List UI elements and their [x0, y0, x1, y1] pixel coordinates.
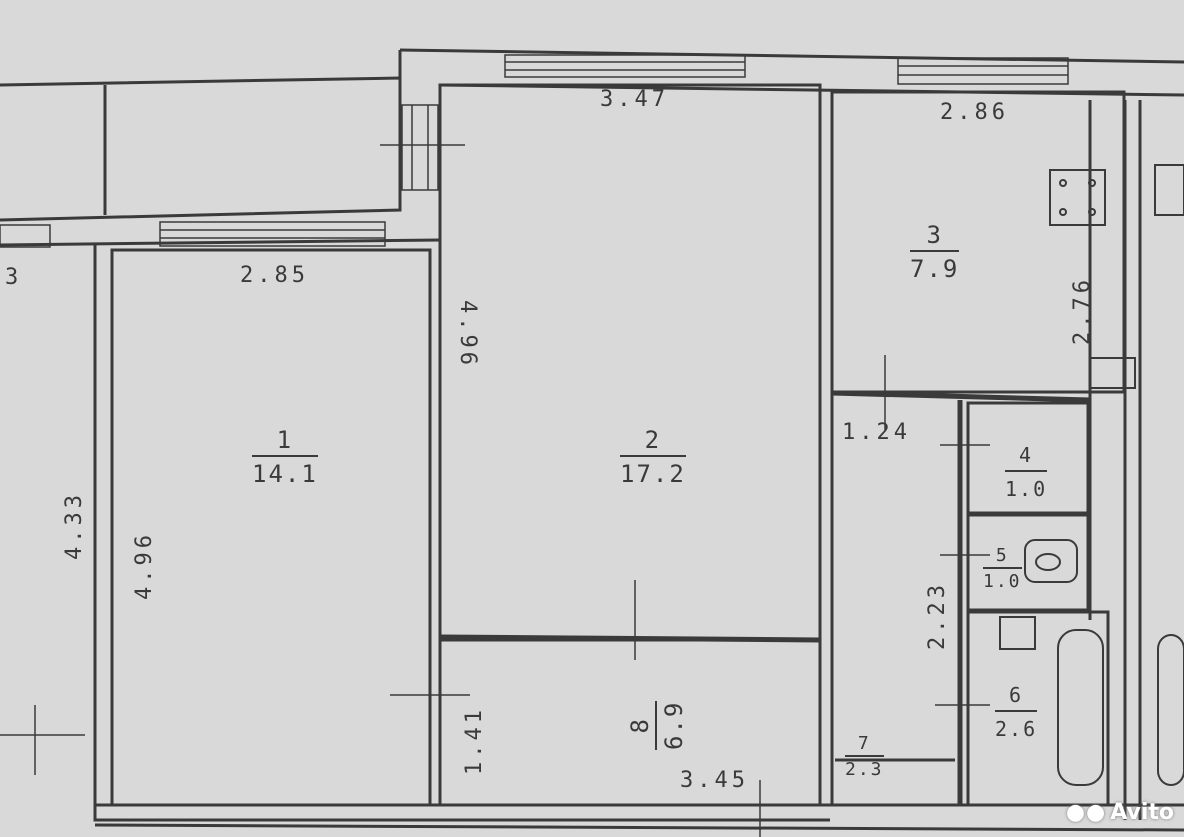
avito-logo-icon: ●●	[1065, 800, 1107, 825]
room-2-area: 17.2	[620, 455, 686, 489]
room-2-label: 2 17.2	[620, 425, 686, 489]
room-1-area: 14.1	[252, 455, 318, 489]
room-8-number: 8	[626, 717, 654, 734]
dim-left-edge: 3	[5, 265, 23, 290]
dim-room1-side: 4.96	[132, 531, 157, 600]
stove-icon	[1049, 169, 1106, 226]
dim-room3-top: 2.86	[940, 100, 1009, 125]
room-8-area: 6.9	[655, 700, 689, 750]
room-3-number: 3	[926, 221, 943, 249]
room-4-area: 1.0	[1005, 470, 1048, 504]
toilet-icon	[1024, 539, 1078, 583]
dim-corridor: 1.24	[842, 420, 911, 445]
room-7-label: 7 2.3	[845, 733, 884, 781]
room-6-number: 6	[1009, 683, 1024, 707]
room-1-label: 1 14.1	[252, 425, 318, 489]
room-7-area: 2.3	[845, 755, 884, 781]
room-4-label: 4 1.0	[1005, 440, 1048, 504]
windows	[0, 54, 1069, 248]
dim-room2-side: 4.96	[455, 300, 480, 369]
room-2-number: 2	[644, 426, 662, 454]
room-6-label: 6 2.6	[995, 680, 1038, 744]
bathtub-icon	[1057, 629, 1104, 786]
room-3-area: 7.9	[910, 250, 960, 284]
sink-icon	[999, 616, 1036, 650]
dim-room8-side: 1.41	[462, 706, 487, 775]
avito-watermark: ●●Avito	[1066, 800, 1174, 825]
room-6-area: 2.6	[995, 710, 1038, 744]
dim-corridor-side: 2.23	[925, 581, 950, 650]
room-8-label: 8 6.9	[625, 700, 689, 750]
room-5-number: 5	[995, 545, 1009, 566]
room-7-number: 7	[857, 733, 871, 754]
watermark-text: Avito	[1110, 800, 1174, 825]
dim-room1-top: 2.85	[240, 263, 309, 288]
room-1-number: 1	[276, 426, 294, 454]
room-3-label: 3 7.9	[910, 220, 960, 284]
dim-left-outer: 4.33	[62, 491, 87, 560]
room-4-number: 4	[1019, 443, 1034, 467]
fixtures	[999, 164, 1184, 786]
room-5-area: 1.0	[983, 567, 1022, 593]
dimension-ticks	[0, 144, 990, 837]
dim-room2-top: 3.47	[600, 87, 669, 112]
room-5-label: 5 1.0	[983, 545, 1022, 593]
dim-bottom: 3.45	[680, 768, 749, 793]
dim-room3-side: 2.76	[1070, 276, 1095, 345]
